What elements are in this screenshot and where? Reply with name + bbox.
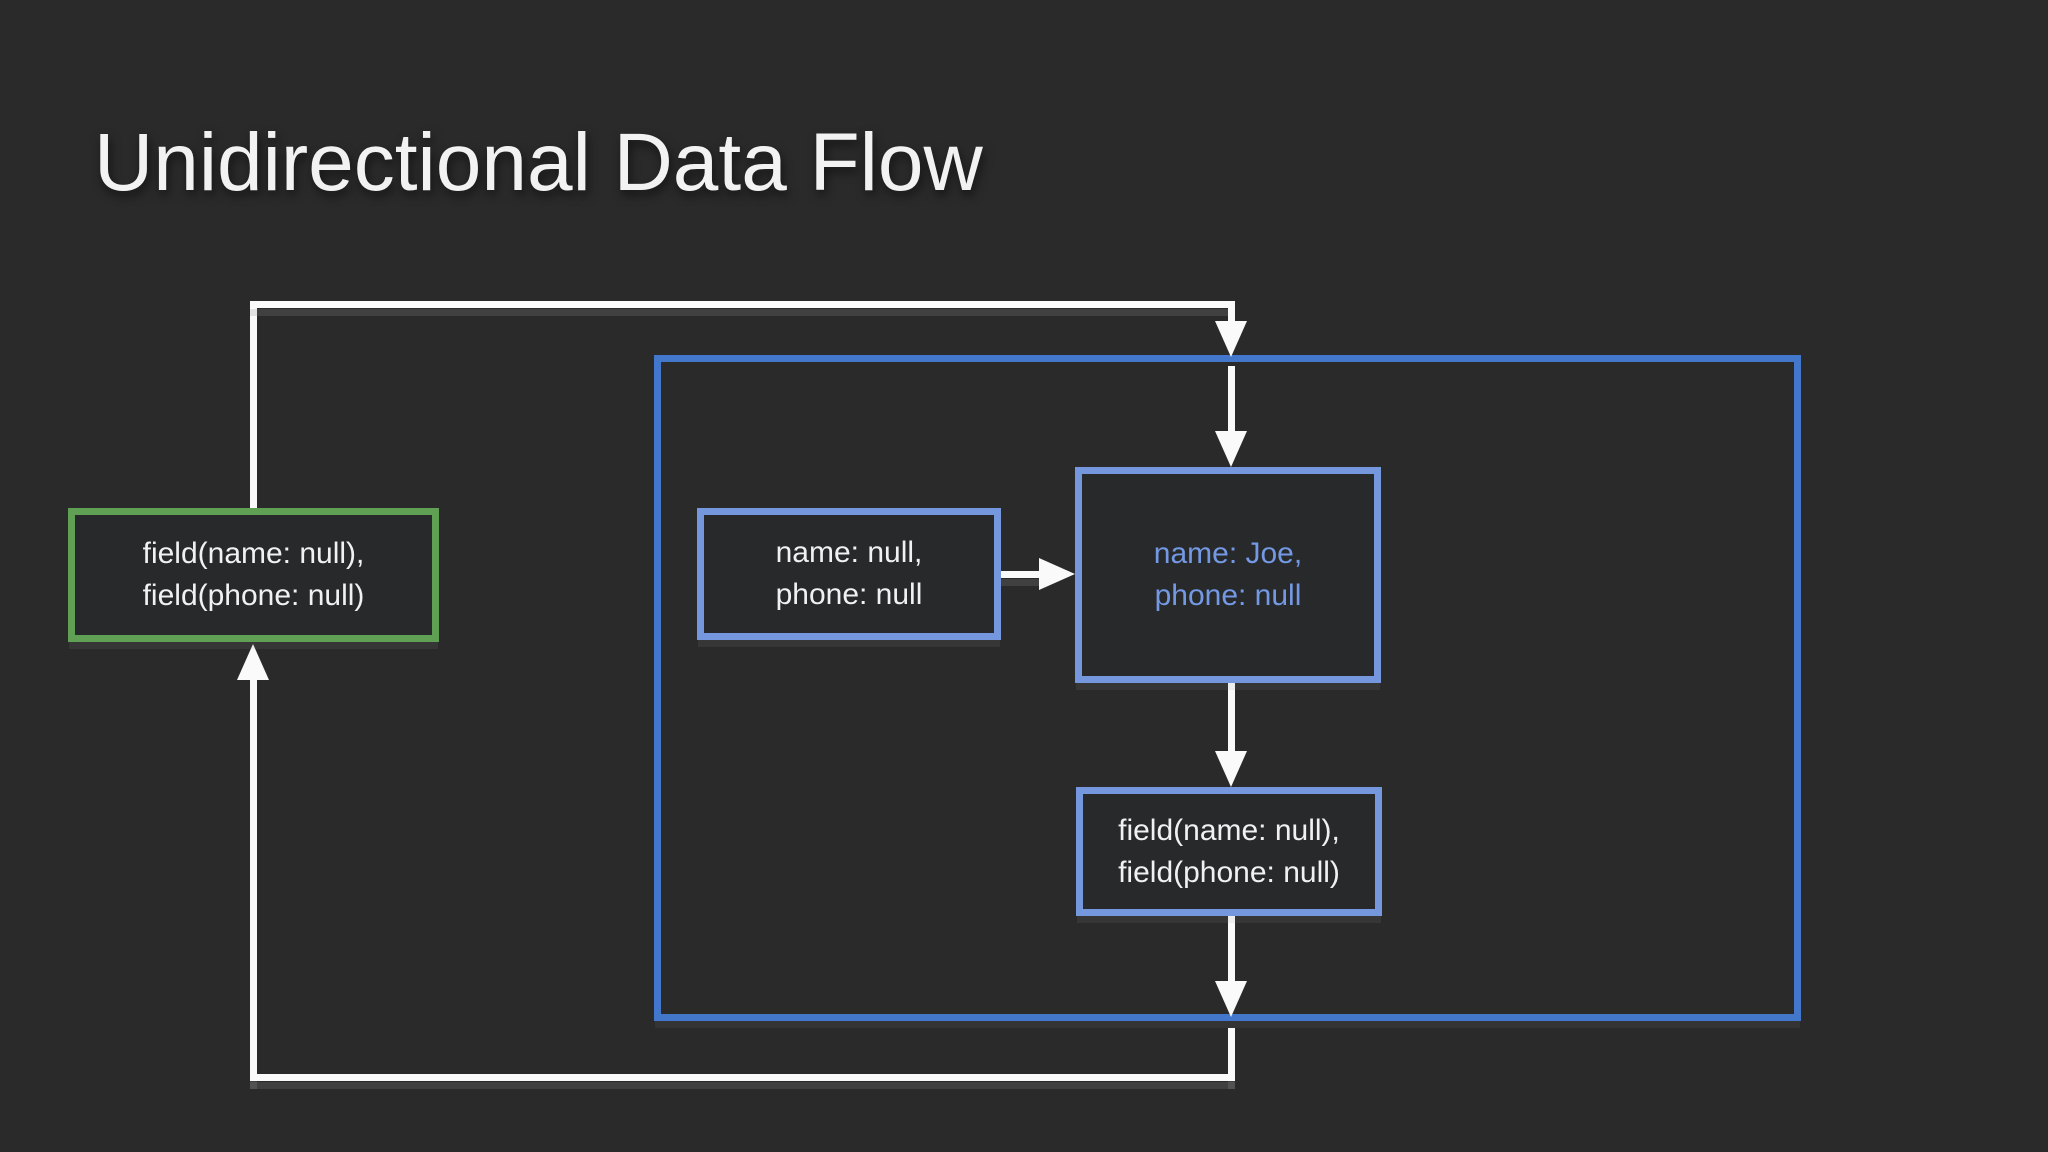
flow-line-left-upper	[250, 301, 257, 511]
flow-line-initial-to-updated	[1000, 571, 1045, 578]
arrowhead-into-updated-state	[1215, 431, 1247, 467]
field-declaration-line1: field(name: null),	[142, 537, 365, 570]
initial-state-line1: name: null,	[775, 536, 923, 569]
arrowhead-into-rebuilt-fields	[1215, 751, 1247, 787]
arrowhead-exit-component	[1215, 981, 1247, 1017]
flow-line-left-lower	[250, 680, 257, 1081]
flow-line-right-stub	[1228, 301, 1235, 323]
flow-line-into-state	[1228, 366, 1235, 433]
field-declaration-box: field(name: null), field(phone: null)	[68, 508, 439, 642]
flow-line-bottom	[250, 1074, 1235, 1081]
component-boundary-rect	[654, 355, 1801, 1021]
arrowhead-initial-to-updated	[1039, 558, 1075, 590]
flow-line-state-to-field	[1228, 681, 1235, 753]
field-declaration-line2: field(phone: null)	[142, 579, 365, 612]
rebuilt-fields-box: field(name: null), field(phone: null)	[1076, 787, 1382, 916]
updated-state-box: name: Joe, phone: null	[1075, 467, 1381, 683]
arrowhead-into-component	[1215, 321, 1247, 357]
flow-line-field-out	[1228, 914, 1235, 983]
updated-state-line2: phone: null	[1154, 579, 1302, 612]
rebuilt-fields-line2: field(phone: null)	[1118, 855, 1340, 889]
arrowhead-into-field-box	[237, 644, 269, 680]
rebuilt-fields-line1: field(name: null),	[1118, 813, 1340, 847]
initial-state-box: name: null, phone: null	[697, 508, 1001, 640]
initial-state-line2: phone: null	[775, 578, 923, 611]
flow-line-top	[250, 301, 1235, 308]
flow-line-below-rect	[1228, 1028, 1235, 1081]
slide-title: Unidirectional Data Flow	[94, 117, 983, 208]
updated-state-line1: name: Joe,	[1153, 537, 1303, 570]
